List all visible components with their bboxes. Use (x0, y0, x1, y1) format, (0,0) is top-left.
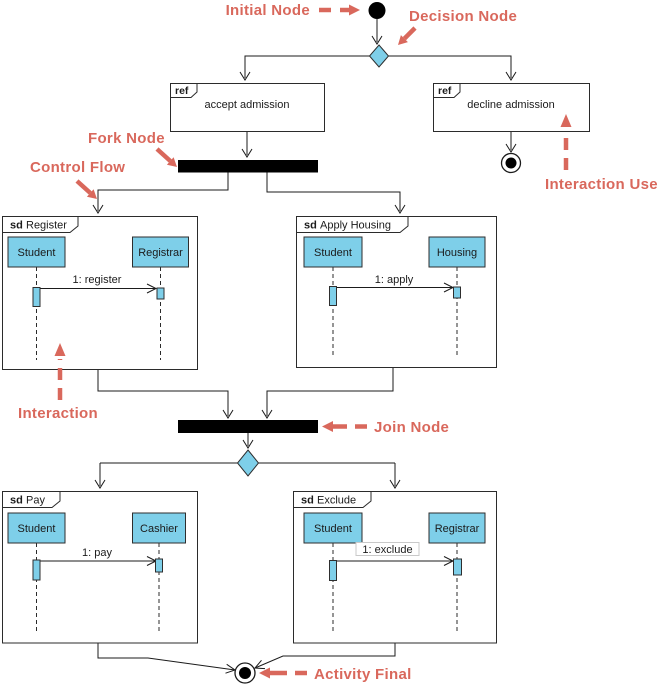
annotation-label: Interaction Use (545, 176, 658, 193)
activation-bar (453, 286, 461, 299)
lifeline-cashier: Cashier (140, 523, 178, 535)
frame-kind: sd (304, 220, 317, 232)
lifeline-housing: Housing (437, 247, 477, 259)
lifeline-student: Student (18, 247, 56, 259)
frame-sd-register: sd Register Student Registrar 1: registe… (2, 216, 198, 370)
ref-tag: ref (175, 85, 189, 97)
annotation-control-flow: Control Flow (30, 159, 125, 199)
activation-bar (156, 287, 165, 300)
interaction-use-decline-admission: ref decline admission (433, 83, 590, 132)
annotation-interaction: Interaction (18, 343, 98, 422)
merge-node (236, 449, 260, 477)
ref-label: decline admission (467, 99, 554, 111)
annotation-fork-node: Fork Node (88, 130, 177, 167)
annotation-arrow-icon (322, 421, 333, 432)
annotation-arrow-icon (259, 667, 270, 679)
flow-final-node (500, 152, 522, 174)
activation-bar (32, 559, 41, 581)
lifeline-registrar: Registrar (435, 523, 480, 535)
annotation-label: Interaction (18, 405, 98, 422)
activation-bar (32, 287, 41, 307)
initial-node (368, 2, 386, 19)
annotation-activity-final: Activity Final (259, 666, 412, 683)
message-label: 1: apply (375, 274, 414, 286)
annotation-arrow-icon (54, 343, 66, 356)
annotation-label: Control Flow (30, 159, 125, 176)
frame-kind: sd (301, 495, 314, 507)
annotation-label: Decision Node (409, 8, 517, 25)
lifeline-student: Student (314, 523, 352, 535)
annotation-arrow-icon (166, 157, 177, 167)
message-label: 1: exclude (362, 544, 412, 556)
activation-bar (329, 560, 337, 581)
activation-bar (329, 286, 337, 306)
activation-bar (453, 558, 462, 576)
frame-name: Register (26, 220, 67, 232)
message-label: 1: register (73, 274, 122, 286)
annotation-arrow-icon (86, 189, 97, 199)
annotation-arrow-icon (349, 4, 360, 16)
decision-node (368, 44, 390, 68)
lifeline-student: Student (18, 523, 56, 535)
frame-sd-apply-housing: sd Apply Housing Student Housing 1: appl… (296, 216, 497, 368)
frame-name: Exclude (317, 495, 356, 507)
ref-label: accept admission (205, 99, 290, 111)
control-flow-edges (92, 19, 517, 674)
annotation-arrow-icon (560, 114, 572, 127)
message-label: 1: pay (82, 547, 112, 559)
annotation-label: Initial Node (226, 2, 310, 19)
lifeline-registrar: Registrar (138, 247, 183, 259)
join-node (178, 420, 318, 433)
annotation-arrow-icon (398, 35, 408, 45)
annotation-initial-node: Initial Node (226, 2, 360, 19)
frame-name: Pay (26, 495, 45, 507)
annotation-label: Fork Node (88, 130, 165, 147)
frame-sd-pay: sd Pay Student Cashier 1: pay (2, 491, 198, 644)
frame-kind: sd (10, 495, 23, 507)
frame-sd-exclude: sd Exclude Student Registrar 1: exclude (293, 491, 497, 644)
ref-tag: ref (438, 85, 452, 97)
interaction-use-accept-admission: ref accept admission (170, 83, 325, 132)
lifeline-student: Student (314, 247, 352, 259)
annotation-join-node: Join Node (322, 419, 449, 436)
annotation-decision-node: Decision Node (398, 8, 517, 45)
fork-node (178, 160, 318, 173)
annotation-label: Join Node (374, 419, 449, 436)
frame-kind: sd (10, 220, 23, 232)
annotation-interaction-use: Interaction Use (545, 114, 658, 193)
activation-bar (155, 558, 163, 573)
activity-final-node (234, 662, 256, 684)
frame-name: Apply Housing (320, 220, 391, 232)
message-label-box (355, 542, 420, 556)
annotation-label: Activity Final (314, 666, 412, 683)
